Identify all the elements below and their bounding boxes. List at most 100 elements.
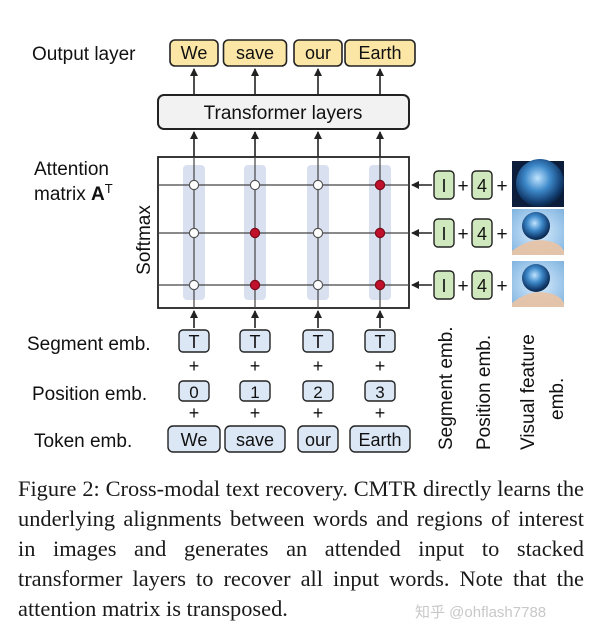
visual-position-box [471,218,493,248]
segment-token-label: T [313,332,324,352]
attention-dot-inactive [188,227,200,239]
plus-sign: + [496,224,507,245]
segment-emb-label: Segment emb. [27,334,151,355]
attention-label-bold: A [91,184,105,205]
attention-dot-active [374,179,386,191]
attention-dot-inactive [188,179,200,191]
segment-token-box [302,329,334,353]
attention-dot-inactive [188,279,200,291]
output-token-box [169,39,219,67]
earth-globe [516,159,564,207]
plus-sign: + [457,276,468,297]
hands-shape [512,292,564,307]
plus-sign: + [375,403,386,423]
attention-dot-inactive [312,227,324,239]
visual-embedding-rows: I +4 + I +4 + I +4 + [411,159,564,307]
segment-token-box [364,329,396,353]
plus-sign: + [457,176,468,197]
plus-sign: + [375,356,386,376]
plus-sign: + [250,403,261,423]
hands-shape [512,240,564,255]
watermark: 知乎 @ohflash7788 [415,604,547,621]
figure-caption: Figure 2: Cross-modal text recovery. CMT… [18,476,584,621]
attention-label-line1: Attention [34,159,109,180]
segment-token-box [178,329,210,353]
attention-dot-inactive [249,179,261,191]
hands-holding-earth-image [512,261,564,307]
output-token-label: save [236,43,274,63]
input-token-box [224,425,286,453]
attention-dot-inactive [312,179,324,191]
output-layer-label: Output layer [32,44,136,65]
vertical-visual-label-line1: Visual feature [518,334,539,450]
visual-position-box [471,270,493,300]
transformer-box [157,94,410,130]
position-token-label: 1 [250,383,259,402]
visual-segment-label: I [441,276,446,296]
output-token-box [293,39,343,67]
plus-sign: + [496,176,507,197]
attention-dot-inactive [312,279,324,291]
position-token-label: 3 [375,383,384,402]
output-token-label: our [305,43,331,63]
position-token-box [239,380,271,402]
input-token-box [349,425,411,453]
vertical-visual-label-line2: emb. [547,378,568,420]
visual-segment-box [433,170,455,200]
visual-segment-box [433,270,455,300]
input-token-label: We [181,430,208,450]
position-token-box [302,380,334,402]
output-token-row: We save our Earth [169,39,416,67]
plus-sign: + [250,356,261,376]
visual-position-label: 4 [477,276,487,296]
attention-dot-active [374,279,386,291]
softmax-label: Softmax [134,205,155,275]
segment-token-label: T [189,332,200,352]
visual-position-label: 4 [477,224,487,244]
transformer-label: Transformer layers [204,103,363,124]
segment-token-label: T [250,332,261,352]
earth-globe [522,264,550,292]
earth-globe [522,212,550,240]
plus-sign: + [457,224,468,245]
visual-position-label: 4 [477,176,487,196]
visual-segment-label: I [441,224,446,244]
position-emb-label: Position emb. [32,384,147,405]
position-token-box [178,380,210,402]
plus-sign: + [189,403,200,423]
transformer-output-arrows [190,68,384,157]
segment-token-box [239,329,271,353]
attention-label-line2: matrix AT [34,181,113,205]
attention-dot-active [249,227,261,239]
plus-sign: + [496,276,507,297]
attention-label-text: matrix [34,184,91,205]
output-token-label: Earth [358,43,401,63]
plus-sign: + [313,403,324,423]
plus-sign: + [313,356,324,376]
visual-segment-box [433,218,455,248]
vertical-position-label: Position emb. [474,335,495,450]
input-token-box [297,425,339,453]
earth-image [512,159,564,207]
input-token-box [167,425,221,453]
position-token-label: 2 [313,383,322,402]
input-token-label: save [236,430,274,450]
position-token-label: 0 [189,383,198,402]
attention-dot-active [374,227,386,239]
output-token-box [344,39,416,67]
segment-token-label: T [375,332,386,352]
token-emb-label: Token emb. [34,431,132,452]
position-token-box [364,380,396,402]
attention-matrix [157,156,410,309]
hands-holding-earth-image [512,209,564,255]
attention-label-sup: T [105,181,113,196]
visual-segment-label: I [441,176,446,196]
output-token-label: We [181,43,208,63]
attention-dot-active [249,279,261,291]
visual-position-box [471,170,493,200]
vertical-segment-label: Segment emb. [436,326,457,450]
output-token-box [222,39,288,67]
cmtr-diagram: Output layer We save our Earth Transformer … [27,39,568,453]
plus-sign: + [189,356,200,376]
